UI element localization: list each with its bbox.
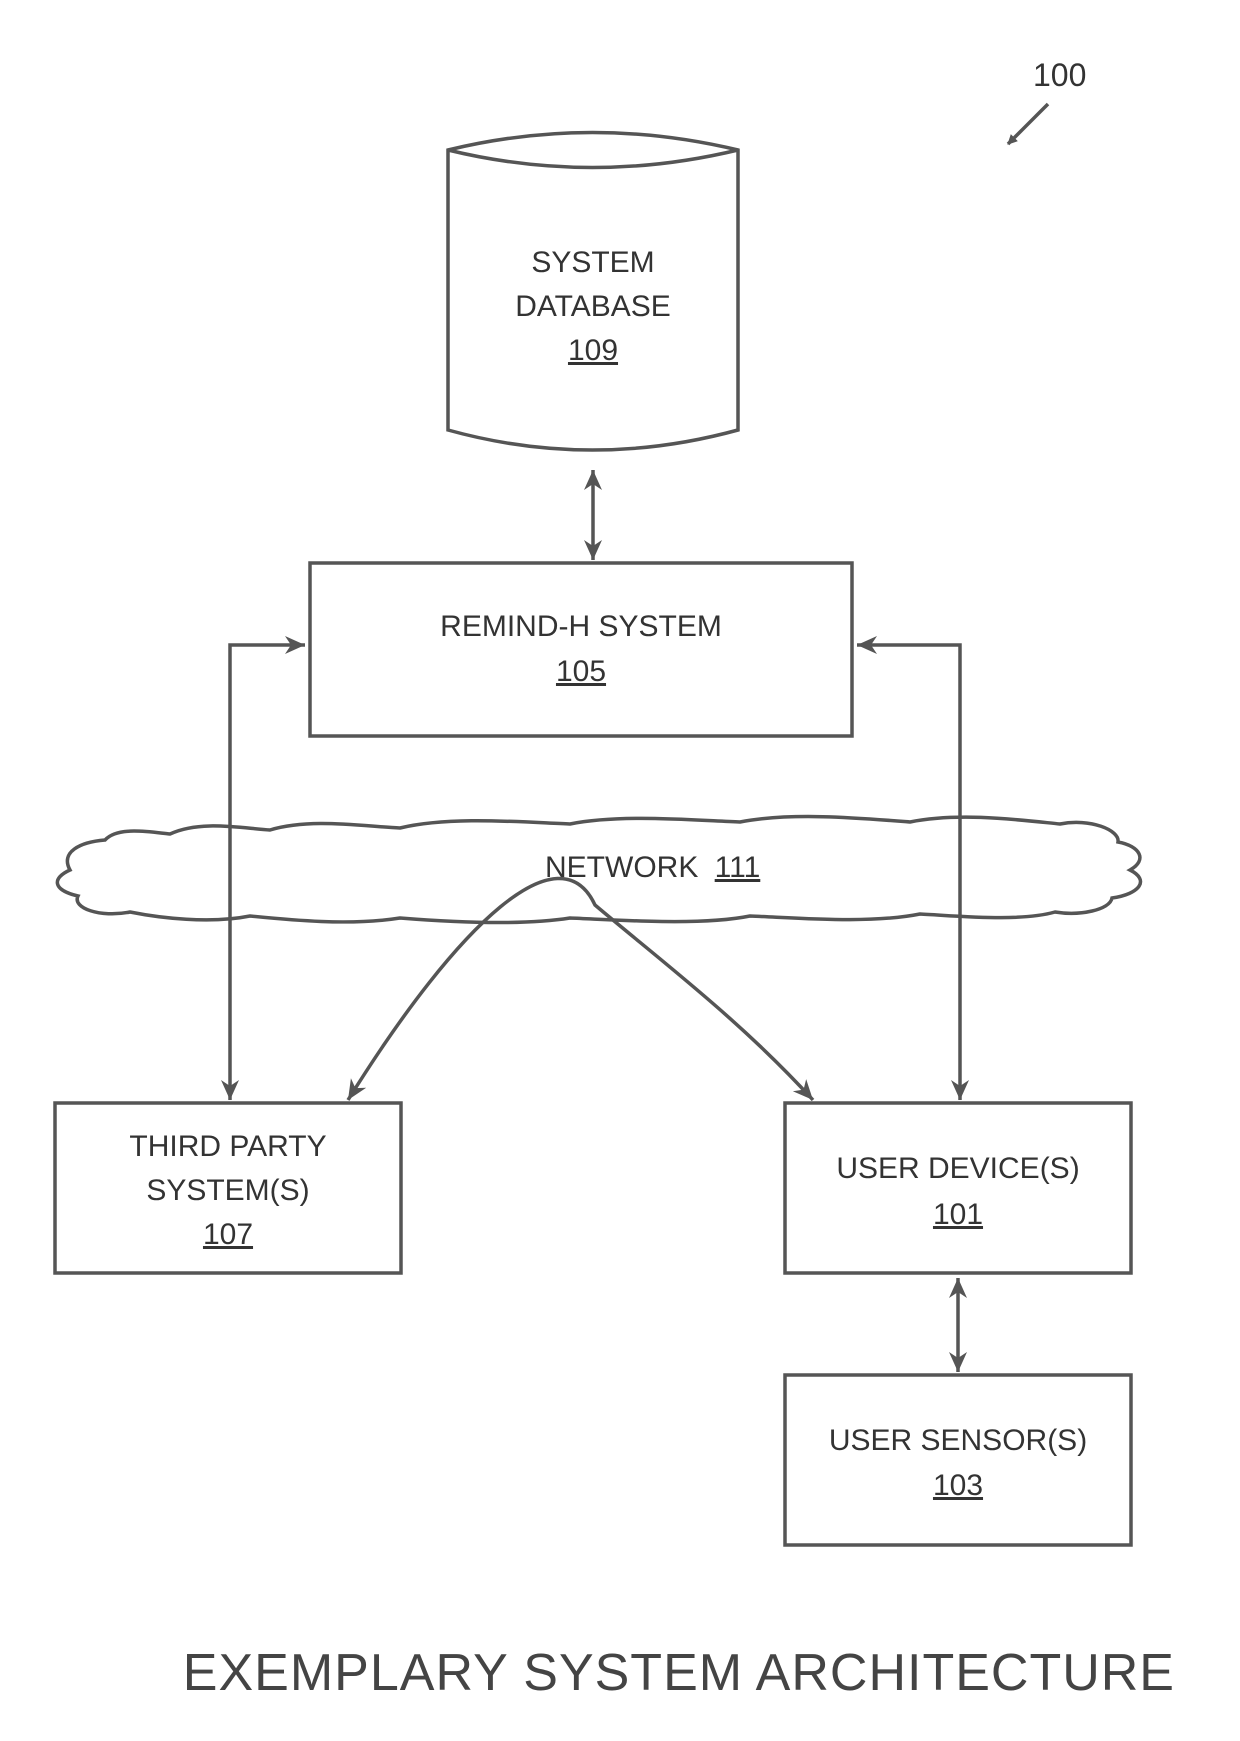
remind-system-box <box>310 563 852 736</box>
user-sensor-label: USER SENSOR(S) <box>829 1424 1087 1457</box>
figure-number: 100 <box>1033 57 1086 93</box>
database-ref-number: 109 <box>568 334 618 367</box>
remind-system-ref-number: 105 <box>556 655 606 688</box>
network-label: NETWORK 111 <box>545 851 760 884</box>
remind-system-node: REMIND-H SYSTEM 105 <box>310 563 852 736</box>
user-sensor-box <box>785 1375 1131 1545</box>
figure-pointer-arrow <box>1008 104 1048 144</box>
user-sensor-ref-number: 103 <box>933 1469 983 1502</box>
user-device-box <box>785 1103 1131 1273</box>
user-device-node: USER DEVICE(S) 101 <box>785 1103 1131 1273</box>
third-party-node: THIRD PARTY SYSTEM(S) 107 <box>55 1103 401 1273</box>
remind-system-label: REMIND-H SYSTEM <box>440 610 722 643</box>
network-ref-number: 111 <box>715 851 761 884</box>
user-device-label: USER DEVICE(S) <box>836 1152 1079 1185</box>
system-database-node: SYSTEM DATABASE 109 <box>448 133 738 451</box>
figure-reference: 100 <box>1008 57 1086 144</box>
user-sensor-node: USER SENSOR(S) 103 <box>785 1375 1131 1545</box>
database-label-line1: SYSTEM <box>531 246 654 279</box>
third-party-label-line1: THIRD PARTY <box>129 1130 326 1163</box>
user-device-ref-number: 101 <box>933 1198 983 1231</box>
figure-caption: EXEMPLARY SYSTEM ARCHITECTURE <box>183 1644 1175 1702</box>
third-party-label-line2: SYSTEM(S) <box>146 1174 309 1207</box>
database-label-line2: DATABASE <box>515 290 671 323</box>
third-party-ref-number: 107 <box>203 1218 253 1251</box>
